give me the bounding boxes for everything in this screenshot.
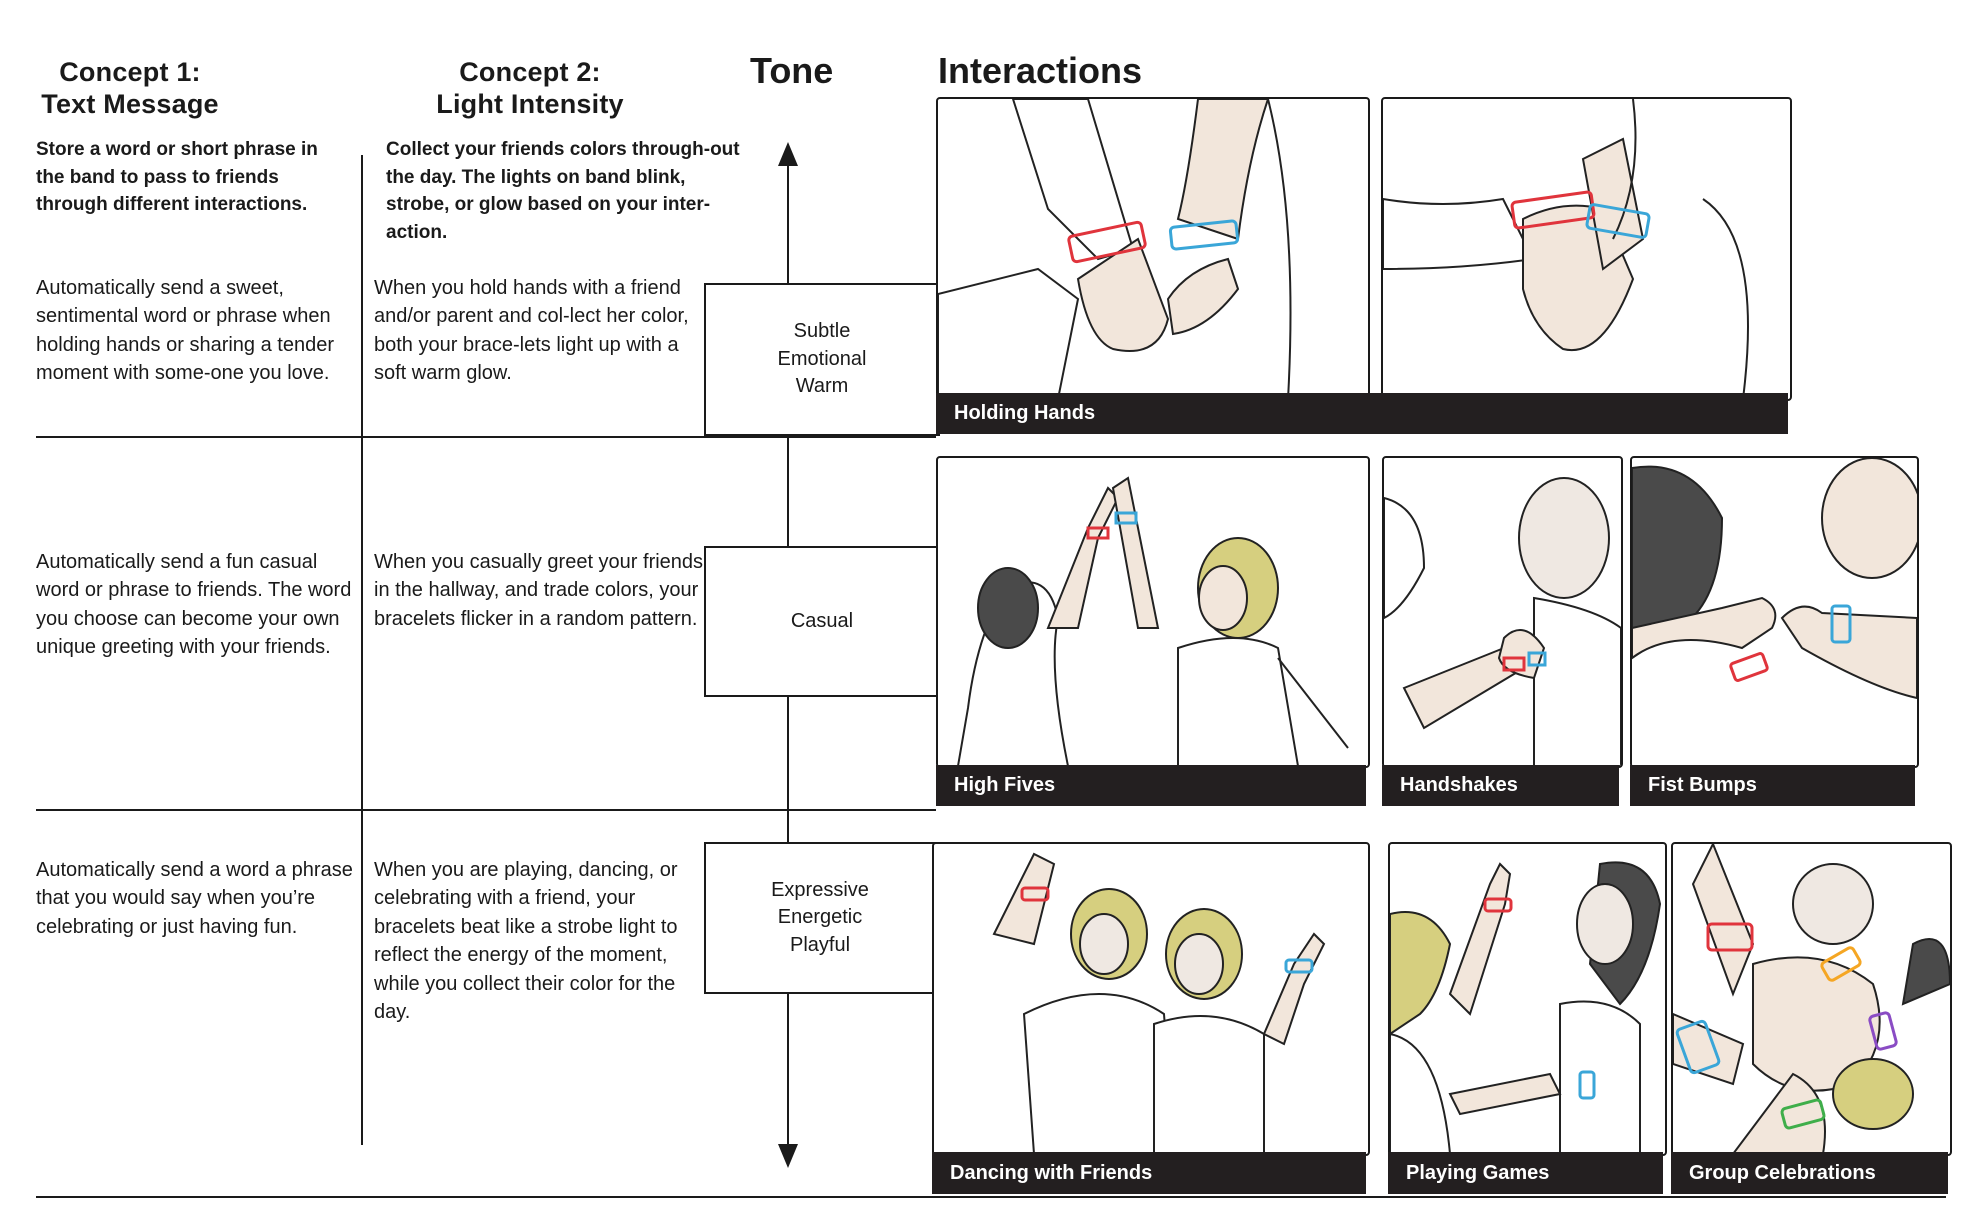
row-2-concept-1-text: Automatically send a fun casual word or …: [36, 551, 352, 659]
caption-fist-bumps: Fist Bumps: [1630, 765, 1915, 806]
caption-high-fives-text: High Fives: [954, 774, 1056, 796]
high-fives-illustration: [936, 456, 1370, 768]
tone-3-line-3: Playful: [789, 933, 851, 956]
bottom-rule: [36, 1196, 1946, 1198]
holding-hands-illustration-1: [936, 97, 1370, 401]
handshakes-illustration: [1382, 456, 1623, 768]
row-1-concept-2-text: When you hold hands with a friend and/or…: [374, 277, 689, 385]
fist-bumps-illustration: [1630, 456, 1919, 768]
tone-1-line-3: Warm: [795, 375, 849, 398]
caption-group-celebrations-text: Group Celebrations: [1689, 1161, 1876, 1184]
row-2-concept-2-text: When you casually greet your friends in …: [374, 551, 704, 630]
caption-playing-games-text: Playing Games: [1406, 1161, 1550, 1184]
interactions-heading: Interactions: [938, 50, 1143, 91]
caption-playing-games: Playing Games: [1388, 1152, 1663, 1194]
caption-dancing-text: Dancing with Friends: [950, 1161, 1153, 1184]
tone-1-line-1: Subtle: [793, 320, 851, 343]
group-celebrations-illustration: [1671, 842, 1952, 1156]
tone-heading: Tone: [750, 50, 834, 91]
caption-high-fives: High Fives: [936, 765, 1366, 806]
row-3-concept-2-text: When you are playing, dancing, or celebr…: [374, 859, 678, 1023]
caption-holding-hands: Holding Hands: [936, 393, 1788, 434]
concept-2-subtitle: Light Intensity: [436, 88, 624, 119]
concept-2-title: Concept 2:: [459, 57, 601, 87]
caption-handshakes-text: Handshakes: [1400, 774, 1518, 796]
caption-fist-bumps-text: Fist Bumps: [1648, 774, 1757, 796]
dancing-illustration: [932, 842, 1370, 1156]
tone-3-line-2: Energetic: [777, 906, 863, 929]
caption-dancing: Dancing with Friends: [932, 1152, 1366, 1194]
concept-1-description: Store a word or short phrase in the band…: [36, 139, 318, 216]
playing-games-illustration: [1388, 842, 1667, 1156]
column-divider: [361, 155, 363, 1145]
caption-handshakes: Handshakes: [1382, 765, 1619, 806]
row-divider-1: [36, 436, 936, 438]
tone-box-subtle: Subtle Emotional Warm: [704, 283, 940, 436]
row-divider-2: [36, 809, 936, 811]
caption-holding-hands-text: Holding Hands: [954, 402, 1096, 424]
tone-box-expressive: Expressive Energetic Playful: [704, 842, 936, 994]
concept-2-heading: Concept 2: Light Intensity: [410, 57, 650, 120]
holding-hands-illustration-2: [1381, 97, 1792, 401]
tone-3-line-1: Expressive: [771, 878, 869, 901]
concept-2-description: Collect your friends colors through-out …: [386, 139, 740, 243]
concept-1-subtitle: Text Message: [41, 88, 219, 119]
concept-1-heading: Concept 1: Text Message: [30, 57, 230, 120]
tone-2-line-1: Casual: [790, 609, 854, 632]
row-3-concept-1-text: Automatically send a word a phrase that …: [36, 859, 353, 938]
concept-1-title: Concept 1:: [59, 57, 201, 87]
caption-group-celebrations: Group Celebrations: [1671, 1152, 1948, 1194]
tone-box-casual: Casual: [704, 546, 940, 697]
tone-1-line-2: Emotional: [777, 347, 867, 370]
row-1-concept-1-text: Automatically send a sweet, sentimental …: [36, 277, 334, 385]
